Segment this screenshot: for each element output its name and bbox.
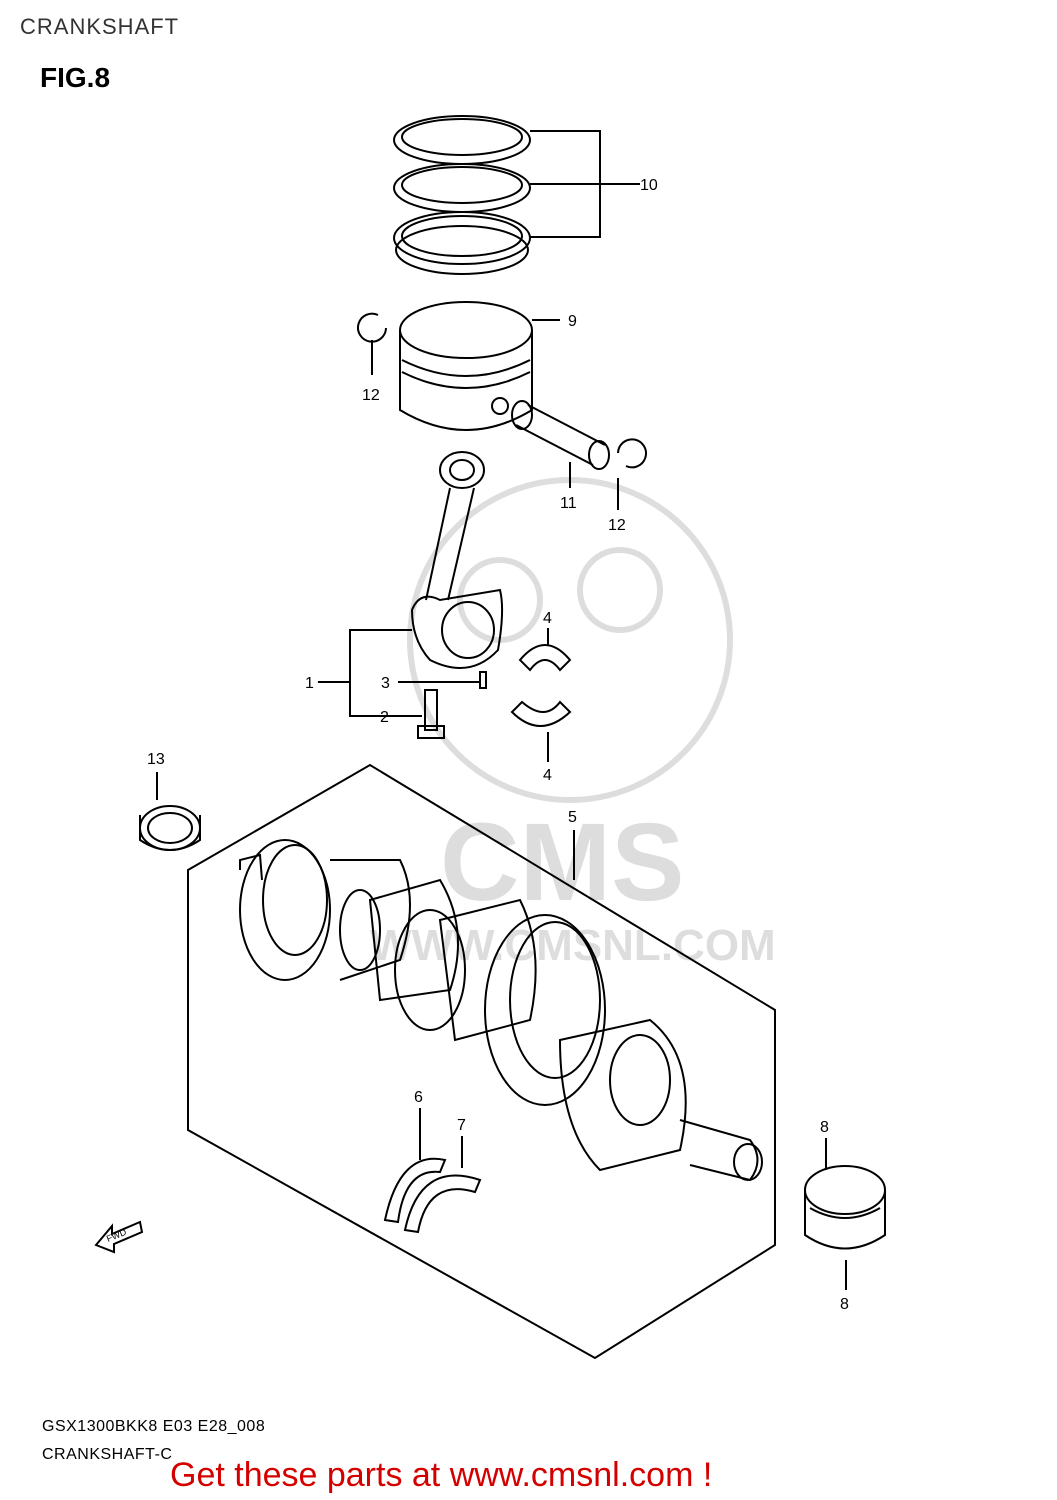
crankshaft xyxy=(239,839,763,1182)
dowel-pin xyxy=(479,671,487,689)
callout-11: 11 xyxy=(560,495,577,512)
thrust-washers xyxy=(383,1157,482,1234)
callout-8a: 8 xyxy=(820,1119,829,1136)
rod-bolt xyxy=(417,689,445,739)
needle-bearing xyxy=(139,805,201,851)
circlip-left xyxy=(357,312,387,343)
circlip-right xyxy=(617,438,647,469)
callout-12b: 12 xyxy=(608,517,626,534)
diagram-code: CRANKSHAFT-C xyxy=(42,1446,173,1463)
callout-2: 2 xyxy=(380,709,389,726)
watermark-logo: CMS xyxy=(440,801,684,924)
callout-10: 10 xyxy=(640,177,658,194)
cmsnl-banner-link[interactable]: Get these parts at www.cmsnl.com ! xyxy=(170,1456,713,1494)
callout-3: 3 xyxy=(381,675,390,692)
piston xyxy=(399,301,533,431)
callout-6: 6 xyxy=(414,1089,423,1106)
connecting-rod xyxy=(410,451,504,669)
callout-5: 5 xyxy=(568,809,577,826)
callout-9: 9 xyxy=(568,313,577,330)
crankshaft-box xyxy=(187,763,776,1360)
piston-pin xyxy=(511,400,610,470)
callout-12a: 12 xyxy=(362,387,380,404)
figure-label: FIG.8 xyxy=(40,62,111,93)
callout-7: 7 xyxy=(457,1117,466,1134)
main-bearing xyxy=(804,1165,886,1250)
callout-1: 1 xyxy=(305,675,314,692)
fwd-arrow xyxy=(94,1220,144,1254)
conrod-bearings xyxy=(510,644,572,727)
piston-rings xyxy=(393,115,531,275)
callout-13: 13 xyxy=(147,751,165,768)
callout-4b: 4 xyxy=(543,767,552,784)
callout-8b: 8 xyxy=(840,1296,849,1313)
model-code: GSX1300BKK8 E03 E28_008 xyxy=(42,1418,266,1435)
watermark: CMS WWW.CMSNL.COM xyxy=(370,477,776,970)
page-title: CRANKSHAFT xyxy=(20,14,180,39)
callout-4a: 4 xyxy=(543,610,552,627)
